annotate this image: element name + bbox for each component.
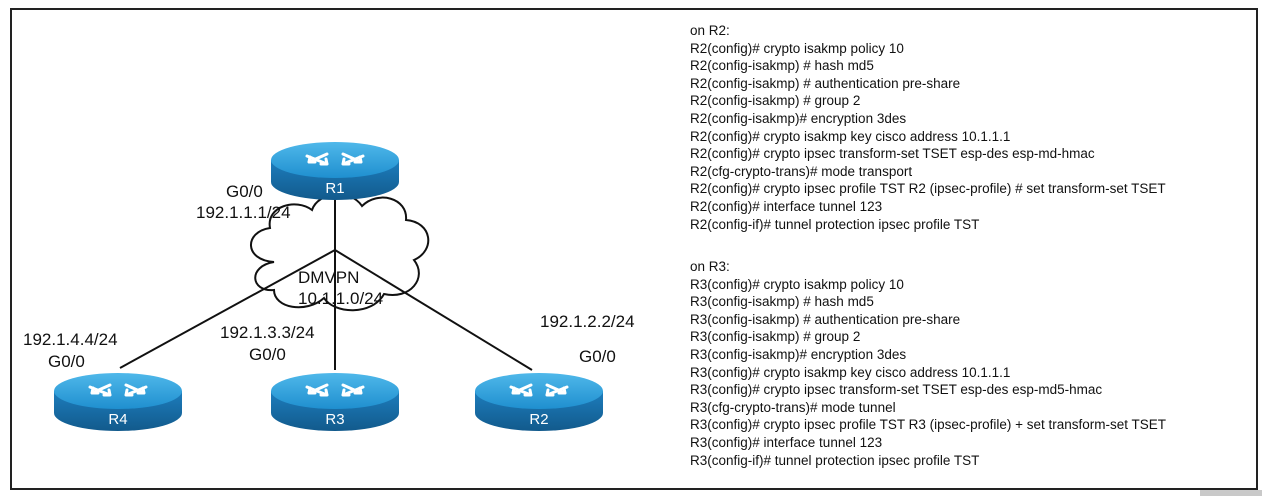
router-r2[interactable]: R2 [475, 373, 603, 431]
config-line: R3(config)# crypto isakmp key cisco addr… [690, 364, 1011, 380]
figure-frame: R1 R4 R3 R2 G0/0 192.1.1.1/24 DMVPN 10.1… [10, 8, 1258, 490]
config-line: R2(cfg-crypto-trans)# mode transport [690, 163, 913, 179]
config-line: R2(config)# crypto isakmp policy 10 [690, 40, 904, 56]
config-line: R2(config-if)# tunnel protection ipsec p… [690, 216, 980, 232]
config-line: R2(config-isakmp) # hash md5 [690, 58, 874, 74]
cloud-label-line1: DMVPN [298, 268, 360, 287]
router-r1[interactable]: R1 [271, 142, 399, 200]
r2-config-listing: on R2: R2(config)# crypto isakmp policy … [690, 22, 1166, 233]
config-line: R3(config)# crypto isakmp policy 10 [690, 276, 904, 292]
r4-interface-label: G0/0 [48, 352, 85, 371]
router-r4-label: R4 [108, 411, 127, 428]
r2-ip-label: 192.1.2.2/24 [540, 312, 635, 331]
config-line: R3(config-isakmp)# encryption 3des [690, 346, 907, 362]
config-line: R3(config-isakmp) # hash md5 [690, 294, 874, 310]
config-line: R2(config)# crypto ipsec transform-set T… [690, 146, 1095, 162]
r2-interface-label: G0/0 [579, 347, 616, 366]
config-line: R3(config-isakmp) # group 2 [690, 329, 861, 345]
link-lines [119, 200, 533, 371]
config-line: R3(cfg-crypto-trans)# mode tunnel [690, 399, 896, 415]
router-r4[interactable]: R4 [54, 373, 182, 431]
router-r1-label: R1 [325, 180, 344, 197]
config-line: R2(config-isakmp) # authentication pre-s… [690, 75, 961, 91]
network-topology-diagram: R1 R4 R3 R2 [54, 142, 603, 431]
config-line: R2(config-isakmp)# encryption 3des [690, 110, 907, 126]
r3-config-heading: on R3: [690, 259, 730, 274]
config-line: R3(config-if)# tunnel protection ipsec p… [690, 452, 980, 468]
router-r3-label: R3 [325, 411, 344, 428]
r1-ip-label: 192.1.1.1/24 [196, 203, 291, 222]
config-line: R2(config)# interface tunnel 123 [690, 198, 883, 214]
link-hub-r2 [334, 249, 533, 371]
r3-ip-label: 192.1.3.3/24 [220, 323, 315, 342]
r2-config-heading: on R2: [690, 23, 730, 38]
router-r2-label: R2 [529, 411, 548, 428]
config-line: R3(config)# interface tunnel 123 [690, 434, 883, 450]
config-line: R2(config-isakmp) # group 2 [690, 93, 861, 109]
config-line: R2(config)# crypto isakmp key cisco addr… [690, 128, 1011, 144]
r1-interface-label: G0/0 [226, 182, 263, 201]
r4-ip-label: 192.1.4.4/24 [23, 330, 118, 349]
config-line: R3(config)# crypto ipsec profile TST R3 … [690, 417, 1167, 433]
config-line: R3(config-isakmp) # authentication pre-s… [690, 311, 961, 327]
r3-interface-label: G0/0 [249, 345, 286, 364]
router-r3[interactable]: R3 [271, 373, 399, 431]
cloud-label-line2: 10.1.1.0/24 [298, 289, 384, 308]
r3-config-listing: on R3: R3(config)# crypto isakmp policy … [690, 258, 1166, 469]
dmvpn-cloud [250, 193, 430, 312]
link-hub-r4 [119, 249, 336, 369]
bottom-scroll-tab [1200, 490, 1262, 496]
config-line: R2(config)# crypto ipsec profile TST R2 … [690, 181, 1166, 197]
config-line: R3(config)# crypto ipsec transform-set T… [690, 382, 1103, 398]
